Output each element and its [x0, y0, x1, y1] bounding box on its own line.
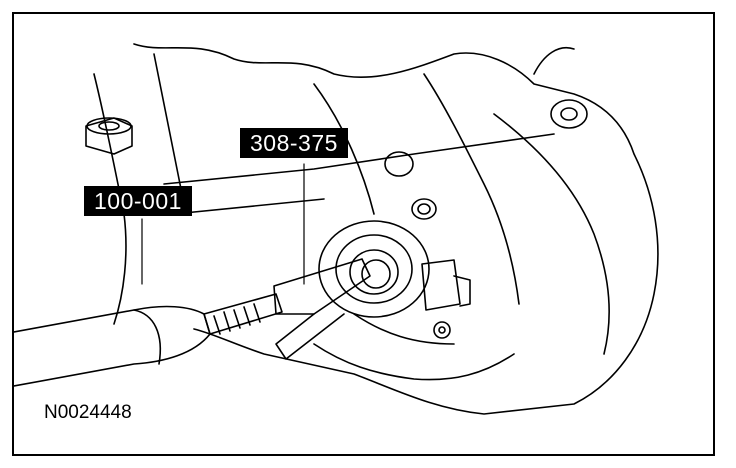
illustration-frame: 308-375 100-001 N0024448	[12, 12, 715, 456]
sensor-bolt-inner	[438, 326, 446, 334]
figure-id: N0024448	[44, 402, 132, 423]
puller-arm	[275, 313, 345, 360]
slide-hammer-handle	[14, 305, 211, 387]
rod-thread-1	[213, 303, 261, 335]
housing-lower-2	[353, 313, 455, 345]
slide-hammer-grip	[133, 309, 161, 365]
dowel	[384, 151, 414, 177]
mounting-hole	[560, 107, 578, 121]
housing-rib-3	[493, 113, 610, 355]
housing-seam-2	[173, 198, 325, 215]
sensor-body	[421, 259, 461, 311]
puller-rod	[203, 293, 283, 335]
sensor-tab	[453, 275, 471, 307]
seal-inner	[349, 249, 399, 295]
side-port-inner	[417, 203, 431, 215]
transmission-line-drawing	[14, 43, 659, 415]
housing-edge-left-2	[153, 53, 185, 205]
housing-outline	[133, 43, 659, 415]
housing-rib-1	[313, 83, 375, 215]
seal-flange	[318, 220, 430, 318]
puller-jaw	[273, 258, 371, 315]
nut-icon	[85, 117, 133, 155]
side-port	[411, 198, 437, 220]
seal-core	[361, 259, 391, 289]
seal-outer	[335, 234, 413, 304]
sensor-bolt	[433, 321, 451, 339]
housing-rib-2	[423, 73, 520, 305]
housing-seam	[163, 133, 555, 185]
housing-rib-4	[533, 47, 575, 75]
nut-top	[86, 117, 132, 135]
callout-308-375: 308-375	[240, 128, 348, 158]
nut-bore	[98, 121, 120, 131]
housing-lower	[313, 343, 515, 381]
callout-100-001: 100-001	[84, 186, 192, 216]
mounting-boss	[550, 99, 588, 129]
